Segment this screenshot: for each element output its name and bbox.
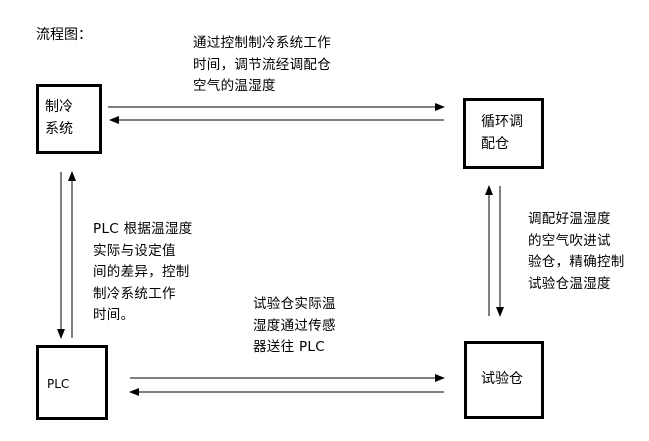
annotation-middle: 试验仓实际温 湿度通过传感 器送往 PLC: [253, 296, 336, 355]
cooling-system-label: 制冷 系统: [45, 99, 73, 137]
plc-box: [36, 345, 108, 420]
diagram-title: 流程图：: [36, 27, 92, 43]
test-chamber-label: 试验仓: [481, 371, 523, 387]
annotation-top: 通过控制制冷系统工作 时间，调节流经调配仓 空气的温湿度: [193, 35, 331, 94]
circulation-mixing-box: [463, 98, 544, 169]
test-chamber-box: [464, 341, 544, 419]
annotation-right: 调配好温湿度 的空气吹进试 验仓，精确控制 试验仓温湿度: [528, 211, 625, 292]
cooling-system-box: [36, 84, 102, 154]
plc-label: PLC: [47, 377, 70, 391]
circulation-mixing-label: 循环调 配仓: [481, 114, 523, 152]
annotation-left: PLC 根据温湿度 实际与设定值 间的差异，控制 制冷系统工作 时间。: [93, 221, 193, 323]
